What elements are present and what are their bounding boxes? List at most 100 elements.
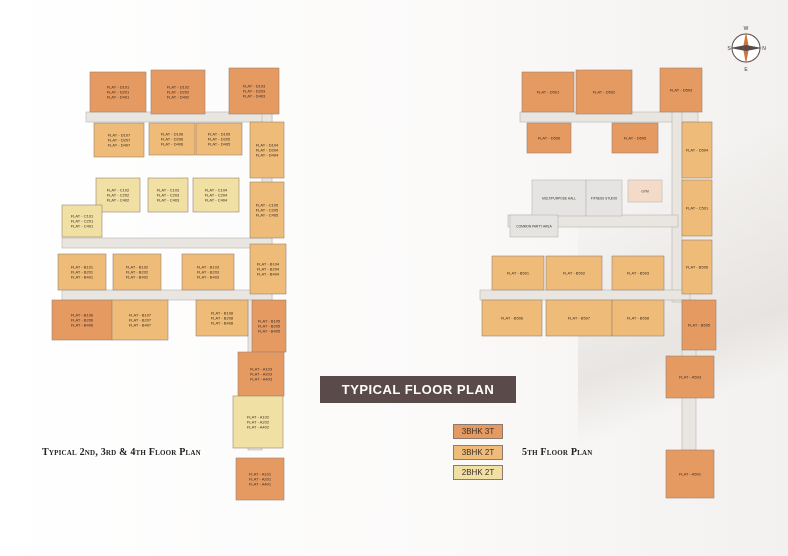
left-unit-label: FLAT - B404 xyxy=(257,272,280,277)
left-unit-block xyxy=(112,253,162,291)
left-unit-block xyxy=(147,177,189,213)
left-unit-label: FLAT - B101 xyxy=(71,265,94,270)
left-unit-block xyxy=(228,67,280,115)
left-unit-label: FLAT - C103 xyxy=(157,188,180,193)
left-unit-label: FLAT - B106 xyxy=(71,313,94,318)
legend-2bhk-2t: 2BHK 2T xyxy=(453,465,503,480)
left-unit-label: FLAT - D102 xyxy=(167,85,190,90)
left-unit-label: FLAT - C104 xyxy=(205,188,228,193)
right-unit-block xyxy=(526,122,572,154)
right-unit-label: FLAT - D504 xyxy=(686,148,709,153)
left-unit-label: FLAT - B208 xyxy=(211,316,234,321)
left-unit-block xyxy=(89,71,147,113)
left-unit-label: FLAT - A401 xyxy=(249,482,272,487)
left-unit-label: FLAT - D202 xyxy=(167,90,190,95)
left-unit-label: FLAT - A202 xyxy=(247,420,270,425)
left-unit-block xyxy=(95,177,141,213)
legend-label: 3BHK 2T xyxy=(461,448,495,457)
left-unit-label: FLAT - C202 xyxy=(107,193,130,198)
left-unit-block xyxy=(251,299,287,353)
left-unit-label: FLAT - C101 xyxy=(71,214,94,219)
left-unit-label: FLAT - B201 xyxy=(71,270,94,275)
left-unit-block xyxy=(57,253,107,291)
left-unit-label: FLAT - A403 xyxy=(250,377,273,382)
left-unit-label: FLAT - D203 xyxy=(243,89,266,94)
left-unit-label: FLAT - B102 xyxy=(126,265,149,270)
right-unit-block xyxy=(481,299,543,337)
left-unit-label: FLAT - D404 xyxy=(256,153,279,158)
right-unit-block xyxy=(611,299,665,337)
left-unit-block xyxy=(148,122,196,156)
right-unit-block xyxy=(575,69,633,115)
left-unit-label: FLAT - D201 xyxy=(107,90,130,95)
right-unit-block xyxy=(491,255,545,291)
left-unit-label: FLAT - C403 xyxy=(157,198,180,203)
right-unit-block xyxy=(681,179,713,237)
page-title: TYPICAL FLOOR PLAN xyxy=(320,376,516,403)
left-unit-label: FLAT - B206 xyxy=(71,318,94,323)
left-unit-block xyxy=(150,69,206,115)
left-unit-block xyxy=(111,299,169,341)
left-unit-label: FLAT - B105 xyxy=(258,319,281,324)
left-unit-label: FLAT - B407 xyxy=(129,323,152,328)
left-unit-label: FLAT - D104 xyxy=(256,143,279,148)
right-unit-label: FLAT - B501 xyxy=(507,271,530,276)
amenity-label: GYM xyxy=(641,190,649,194)
right-unit-block xyxy=(665,449,715,499)
compass-east: E xyxy=(744,67,748,72)
left-unit-label: FLAT - D101 xyxy=(107,85,130,90)
left-unit-block xyxy=(93,122,145,158)
left-unit-label: FLAT - A103 xyxy=(250,367,273,372)
left-unit-label: FLAT - C404 xyxy=(205,198,228,203)
left-unit-label: FLAT - D106 xyxy=(161,132,184,137)
left-unit-label: FLAT - B408 xyxy=(211,321,234,326)
right-unit-label: FLAT - B503 xyxy=(627,271,650,276)
left-unit-label: FLAT - A203 xyxy=(250,372,273,377)
right-unit-block xyxy=(545,299,613,337)
compass-north: N xyxy=(762,46,766,52)
left-unit-label: FLAT - C401 xyxy=(71,224,94,229)
amenity-label: FITNESS STUDIO xyxy=(591,197,618,201)
amenity-block xyxy=(585,179,623,217)
left-unit-block xyxy=(235,457,285,501)
right-unit-label: FLAT - B507 xyxy=(568,316,591,321)
left-unit-label: FLAT - B207 xyxy=(129,318,152,323)
amenity-label: MULTIPURPOSE HALL xyxy=(542,197,576,201)
left-unit-label: FLAT - A201 xyxy=(249,477,272,482)
left-unit-block xyxy=(61,204,103,238)
right-unit-block xyxy=(545,255,603,291)
left-unit-label: FLAT - B104 xyxy=(257,262,280,267)
left-unit-label: FLAT - D105 xyxy=(208,132,231,137)
right-unit-block xyxy=(521,71,575,113)
left-unit-label: FLAT - D103 xyxy=(243,84,266,89)
left-unit-label: FLAT - C105 xyxy=(256,203,279,208)
left-unit-block xyxy=(237,351,285,397)
right-unit-label: FLAT - A501 xyxy=(679,472,702,477)
left-unit-label: FLAT - C405 xyxy=(256,213,279,218)
left-unit-block xyxy=(249,243,287,295)
right-unit-block xyxy=(665,355,715,399)
left-unit-label: FLAT - D403 xyxy=(243,94,266,99)
left-unit-block xyxy=(232,395,284,449)
left-unit-label: FLAT - B108 xyxy=(211,311,234,316)
right-unit-block xyxy=(659,67,703,113)
left-unit-label: FLAT - D401 xyxy=(107,95,130,100)
left-unit-label: FLAT - B103 xyxy=(197,265,220,270)
right-unit-label: FLAT - B505 xyxy=(688,323,711,328)
left-unit-label: FLAT - B204 xyxy=(257,267,280,272)
left-unit-block xyxy=(51,299,113,341)
right-unit-label: FLAT - D502 xyxy=(593,90,616,95)
left-unit-label: FLAT - B402 xyxy=(126,275,149,280)
left-unit-label: FLAT - B406 xyxy=(71,323,94,328)
left-unit-label: FLAT - C204 xyxy=(205,193,228,198)
compass-south: S xyxy=(727,46,731,52)
right-unit-label: FLAT - A503 xyxy=(679,375,702,380)
left-unit-block xyxy=(195,299,249,337)
left-unit-label: FLAT - B401 xyxy=(71,275,94,280)
left-unit-label: FLAT - C203 xyxy=(157,193,180,198)
right-unit-label: FLAT - B502 xyxy=(563,271,586,276)
right-unit-block xyxy=(681,239,713,295)
